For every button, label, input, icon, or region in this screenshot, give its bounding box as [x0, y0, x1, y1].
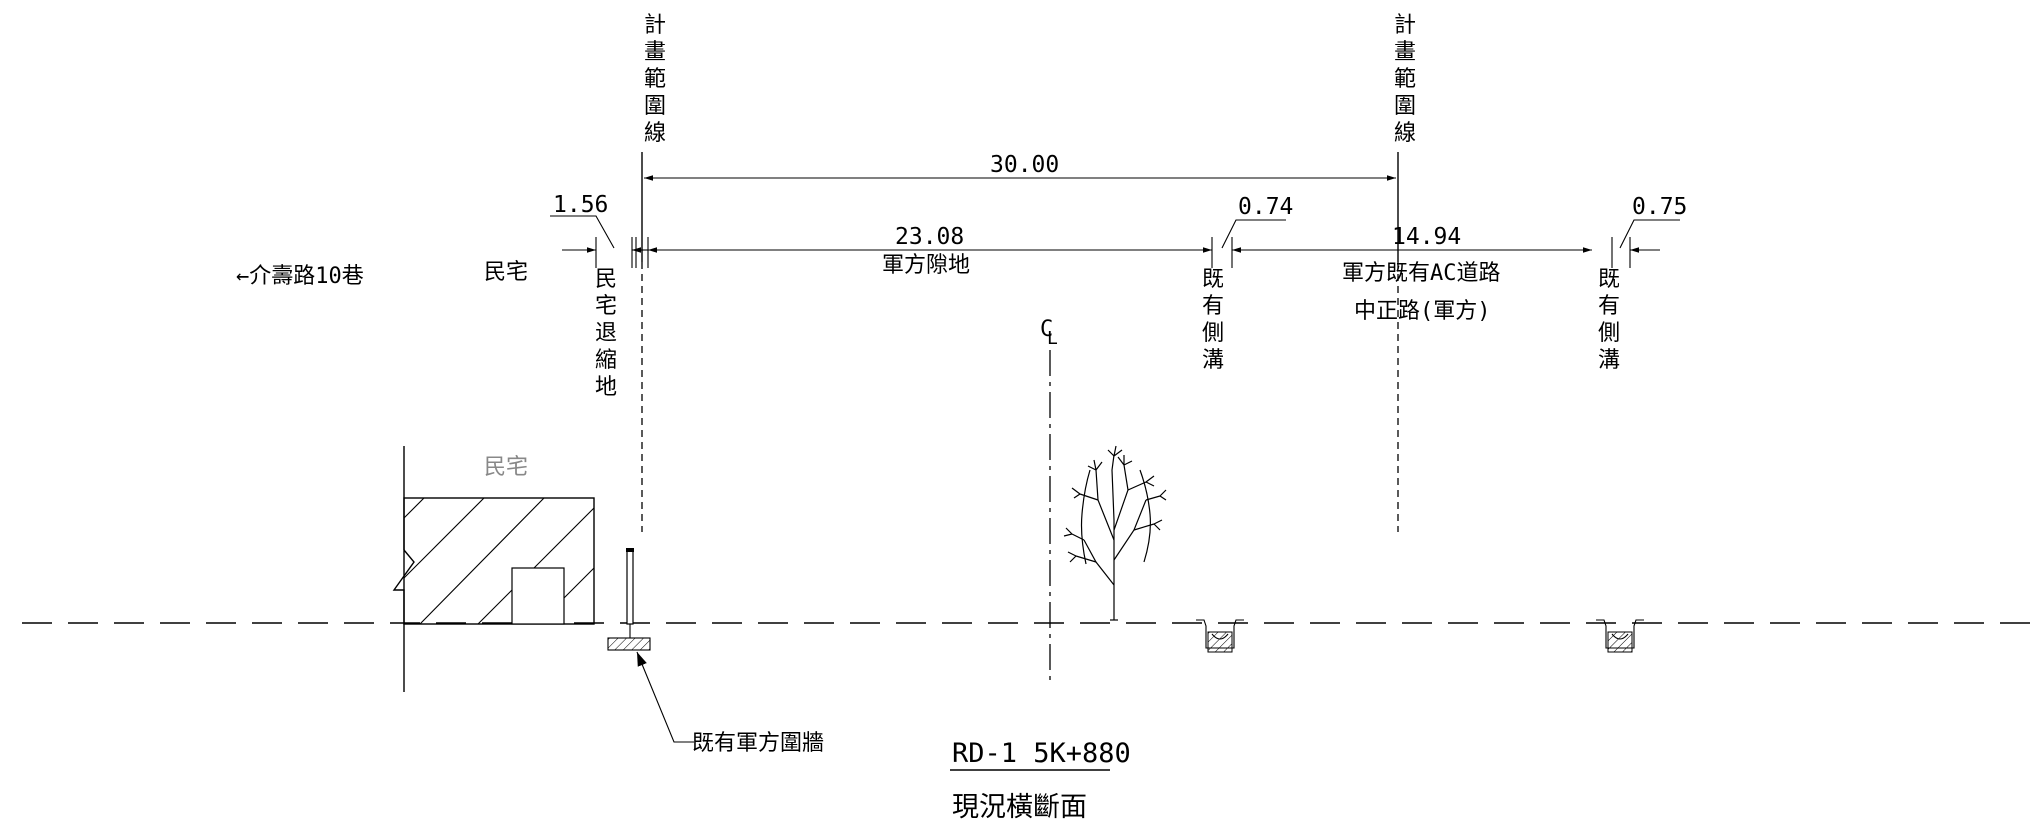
street-label: ←介壽路10巷 [236, 264, 364, 289]
ditch-left-dimension: 0.74 [1221, 194, 1293, 249]
existing-ditch-label-right: 既有側溝 [1598, 267, 1620, 373]
residence-label: 民宅 [484, 260, 528, 285]
tree [1063, 445, 1167, 621]
residence-building: 民宅 [392, 446, 595, 692]
svg-text:既有側溝: 既有側溝 [1202, 267, 1224, 373]
section-code: RD-1 5K+880 [952, 738, 1131, 769]
total-width-dimension: 30.00 [644, 152, 1396, 181]
setback-label: 民宅退縮地 [595, 267, 617, 400]
existing-wall-label: 既有軍方圍牆 [692, 731, 824, 756]
plan-boundary-label-left: 計畫範圍線 [644, 13, 666, 146]
svg-text:計畫範圍線: 計畫範圍線 [1394, 13, 1416, 146]
svg-text:既有側溝: 既有側溝 [1598, 267, 1620, 373]
section-name: 現況橫斷面 [952, 792, 1087, 823]
military-ac-road-label: 軍方既有AC道路 [1342, 261, 1501, 286]
existing-ditch-label-left: 既有側溝 [1202, 267, 1224, 373]
total-width-value: 30.00 [990, 152, 1059, 178]
svg-text:計畫範圍線: 計畫範圍線 [644, 13, 666, 146]
centerline-symbol-l: L [1047, 328, 1058, 349]
svg-text:民宅退縮地: 民宅退縮地 [595, 267, 617, 400]
setback-width-value: 1.56 [553, 192, 608, 218]
military-gap-label: 軍方隙地 [882, 253, 970, 278]
ditch-right-dimension: 0.75 [1619, 194, 1687, 249]
military-gap-width-value: 23.08 [895, 224, 964, 250]
existing-wall [607, 548, 651, 651]
existing-ditch-left [1196, 619, 1244, 653]
plan-boundary-label-right: 計畫範圍線 [1394, 13, 1416, 146]
centerline: C L [1040, 317, 1058, 680]
road-width-value: 14.94 [1392, 224, 1461, 250]
ditch-left-width-value: 0.74 [1238, 194, 1293, 220]
setback-dimension: 1.56 [550, 192, 615, 249]
centerline-symbol-c: C [1040, 317, 1053, 342]
residence-building-label: 民宅 [484, 455, 528, 480]
existing-ditch-right [1596, 619, 1644, 653]
section-title: RD-1 5K+880 現況橫斷面 [950, 738, 1131, 823]
ditch-right-width-value: 0.75 [1632, 194, 1687, 220]
zhongzheng-road-label: 中正路(軍方) [1354, 299, 1491, 324]
existing-wall-callout: 既有軍方圍牆 [636, 651, 824, 756]
segment-dimensions [562, 237, 1660, 268]
